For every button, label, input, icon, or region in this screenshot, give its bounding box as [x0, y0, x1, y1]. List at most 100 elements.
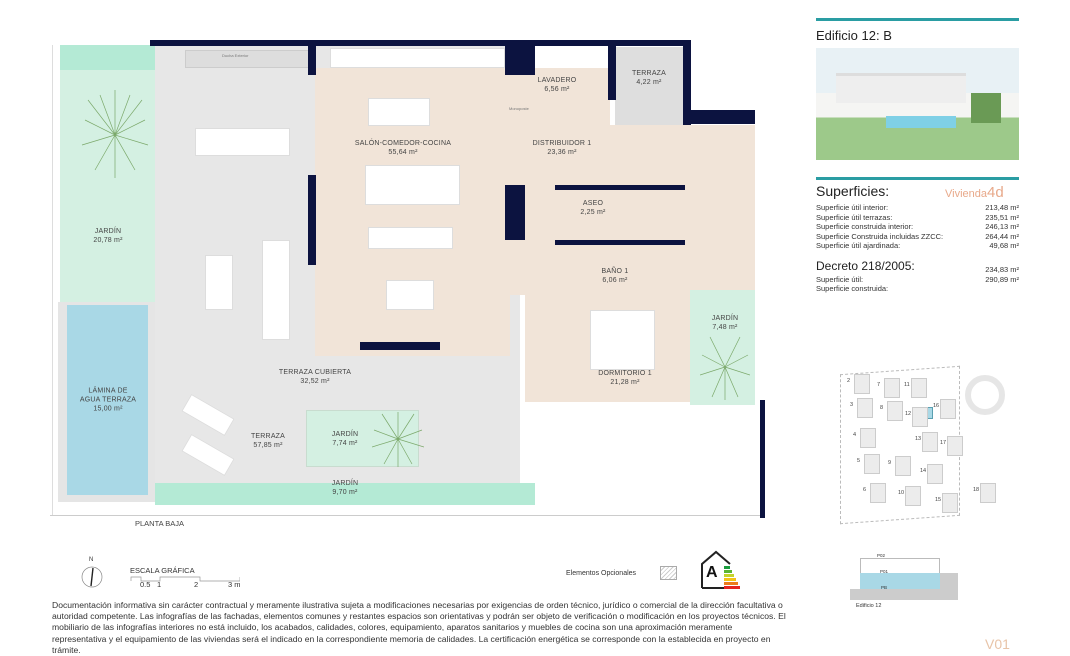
site-unit-number: 18	[973, 487, 980, 493]
site-unit-number: 11	[904, 382, 910, 388]
dining-table	[365, 165, 460, 205]
wall	[505, 45, 535, 75]
vivienda-type: Vivienda4d	[945, 184, 1004, 201]
wall	[683, 40, 691, 125]
site-unit-number: 6	[863, 487, 867, 493]
wall	[555, 185, 685, 190]
garden-bottom	[155, 483, 535, 505]
site-building	[940, 399, 956, 419]
small-label: Monoposte	[509, 106, 529, 111]
plant-icon	[372, 412, 424, 467]
optional-elements-label: Elementos Opcionales	[566, 570, 637, 577]
plan-bottom-line	[50, 515, 765, 516]
wall	[683, 110, 755, 124]
superficies-table: Superficie útil interior:213,48 m² Super…	[816, 203, 1019, 251]
site-building	[895, 456, 911, 476]
plant-icon	[700, 336, 750, 400]
floor-name: PLANTA BAJA	[135, 519, 185, 528]
site-unit-number: 5	[857, 458, 861, 464]
level-label: P02	[877, 553, 886, 558]
site-building	[860, 428, 876, 448]
site-unit-number: 17	[940, 440, 947, 446]
garden-right	[690, 290, 755, 405]
wall	[505, 185, 525, 240]
garden-top-strip	[60, 45, 155, 70]
decreto-table: 234,83 m² Superficie útil:290,89 m² Supe…	[816, 265, 1019, 294]
bed	[590, 310, 655, 370]
building-render-image	[816, 48, 1019, 160]
area-row: Superficie útil interior:213,48 m²	[816, 203, 1019, 212]
site-building	[927, 464, 943, 484]
site-building	[870, 483, 886, 503]
version-label: V01	[985, 636, 1010, 652]
site-unit-number: 8	[880, 405, 884, 411]
area-label: Superficie construida:	[816, 284, 889, 293]
site-unit-number: 7	[877, 382, 881, 388]
area-row: Superficie Construida incluidas ZZCC:264…	[816, 231, 1019, 241]
site-building	[854, 374, 870, 394]
scale-bar	[130, 576, 240, 582]
site-building	[884, 378, 900, 398]
site-unit-number: 4	[853, 432, 857, 438]
palm-tree-icon	[81, 90, 149, 178]
north-label: N	[89, 557, 94, 563]
disclaimer-text: Documentación informativa sin carácter c…	[52, 600, 786, 655]
wall	[555, 240, 685, 245]
site-unit-number: 2	[847, 378, 851, 384]
site-building	[887, 401, 903, 421]
site-unit-number: 13	[915, 436, 922, 442]
wall	[760, 400, 765, 518]
wall	[308, 175, 316, 265]
site-building	[922, 432, 938, 452]
site-building	[857, 398, 873, 418]
garden-left	[60, 70, 155, 302]
wall	[360, 342, 440, 350]
decreto-title: Decreto 218/2005:	[816, 259, 915, 273]
site-unit-number: 15	[935, 497, 942, 503]
area-row: Superficie útil:290,89 m²	[816, 274, 1019, 284]
section-caption: Edificio 12	[856, 603, 882, 609]
wall	[608, 45, 616, 100]
site-unit-number: 10	[898, 490, 905, 496]
site-unit-number: 14	[920, 468, 927, 474]
level-label: PB	[881, 585, 888, 590]
pool-water	[67, 305, 148, 495]
coffee-table	[386, 280, 434, 310]
kitchen-counter	[330, 48, 505, 68]
north-arrow-icon	[81, 566, 103, 588]
site-building	[864, 454, 880, 474]
section-diagram	[850, 555, 990, 600]
wall	[308, 45, 316, 75]
divider	[816, 177, 1019, 180]
site-building	[912, 407, 928, 427]
wall	[150, 40, 690, 46]
site-unit-number: 9	[888, 460, 892, 466]
outdoor-sofa	[262, 240, 290, 340]
terrace-small	[615, 47, 687, 125]
hallway	[505, 125, 755, 295]
area-row: Superficie construida interior:246,13 m²	[816, 222, 1019, 231]
ducha-label: Ducha Exterior	[222, 53, 249, 58]
level-label: P01	[880, 569, 889, 574]
site-building	[905, 486, 921, 506]
sofa	[368, 227, 453, 249]
building-title: Edificio 12: B	[816, 28, 892, 43]
area-value: 234,83 m²	[985, 265, 1019, 274]
area-row: Superficie útil ajardinada:49,68 m²	[816, 241, 1019, 250]
area-row: Superficie útil terrazas:235,51 m²	[816, 212, 1019, 222]
